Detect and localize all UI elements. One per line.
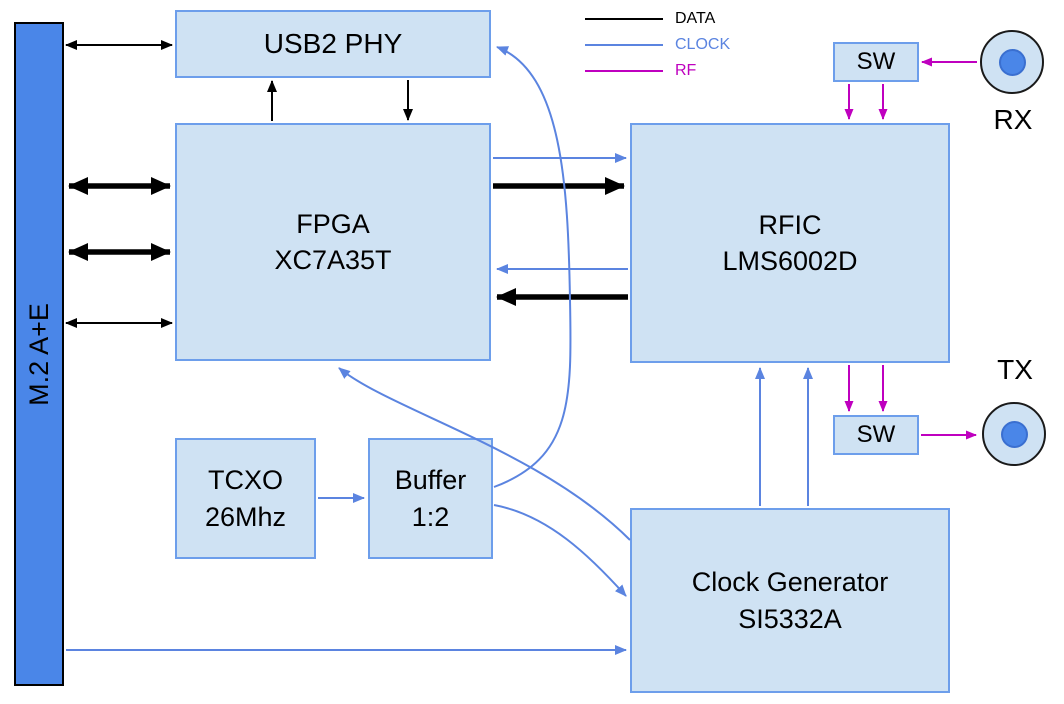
legend-clock-label: CLOCK <box>675 36 731 53</box>
block-clock-buffer: Buffer 1:2 <box>368 438 493 559</box>
legend-rf-label: RF <box>675 62 697 79</box>
block-clock-generator: Clock Generator SI5332A <box>630 508 950 693</box>
legend-item-rf: RF <box>585 58 730 84</box>
rfic-part-number: LMS6002D <box>722 246 858 276</box>
legend-data-line-swatch <box>585 18 663 20</box>
tx-antenna-label: TX <box>997 354 1033 385</box>
legend-item-data: DATA <box>585 6 730 32</box>
buffer-name: Buffer <box>394 465 467 496</box>
arrow-buffer-to-clockgen <box>493 504 627 597</box>
tcxo-name: TCXO <box>207 465 283 496</box>
m2-connector-label: M.2 A+E <box>23 302 54 406</box>
rx-antenna-label: RX <box>993 104 1033 135</box>
legend-data-label: DATA <box>675 10 716 27</box>
block-rfic: RFIC LMS6002D <box>630 123 950 363</box>
legend: DATA CLOCK RF <box>585 6 730 84</box>
fpga-part-number: XC7A35T <box>274 245 392 275</box>
block-tx-switch: SW <box>833 415 919 455</box>
fpga-name: FPGA <box>296 208 370 239</box>
block-m2-connector: M.2 A+E <box>14 22 64 686</box>
rx-switch-label: SW <box>856 47 896 75</box>
legend-clock-line-swatch <box>585 44 663 46</box>
legend-item-clock: CLOCK <box>585 32 730 58</box>
clock-generator-name: Clock Generator <box>691 567 889 598</box>
tx-antenna-icon <box>982 402 1046 466</box>
arrow-buffer-to-usbphy-clock <box>493 46 572 488</box>
block-usb2-phy: USB2 PHY <box>175 10 491 78</box>
clock-generator-part-number: SI5332A <box>738 603 842 634</box>
tx-antenna-center-icon <box>1000 420 1028 448</box>
buffer-ratio: 1:2 <box>411 501 450 532</box>
legend-rf-line-swatch <box>585 70 663 72</box>
block-fpga: FPGA XC7A35T <box>175 123 491 361</box>
rfic-name: RFIC <box>758 209 822 240</box>
usb2-phy-label: USB2 PHY <box>263 28 403 60</box>
block-tcxo: TCXO 26Mhz <box>175 438 316 559</box>
tcxo-frequency: 26Mhz <box>204 501 287 532</box>
rx-antenna-center-icon <box>998 48 1026 76</box>
block-rx-switch: SW <box>833 42 919 82</box>
tx-switch-label: SW <box>856 420 896 448</box>
rx-antenna-icon <box>980 30 1044 94</box>
